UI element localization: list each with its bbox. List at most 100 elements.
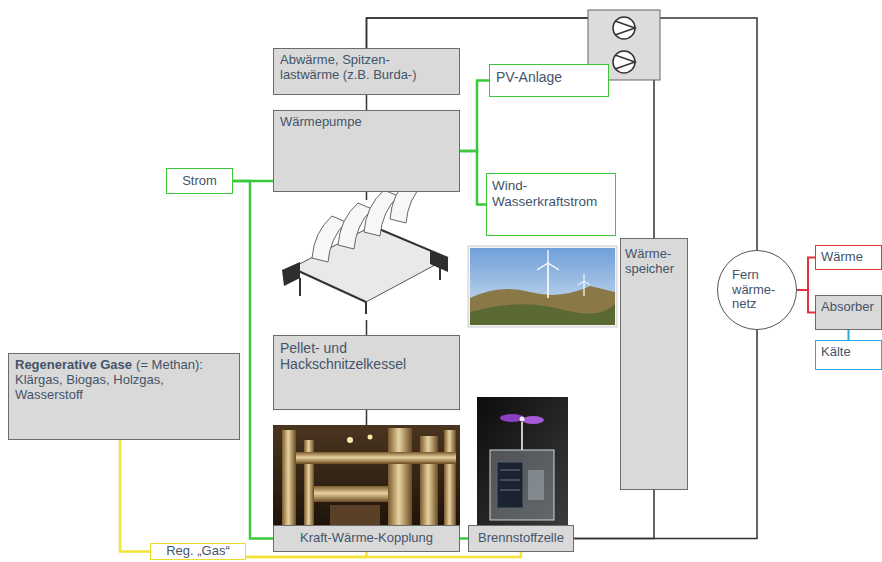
- pump-station-part: [615, 55, 635, 69]
- wind-turbine-photo-part: [578, 281, 584, 285]
- node-label: PV-Anlage: [496, 69, 562, 85]
- pipe-connector: [366, 95, 368, 110]
- absorber-box: Absorber: [815, 295, 882, 330]
- wind-turbine-photo-part: [537, 263, 548, 270]
- node-label: Wärme- speicher: [625, 247, 683, 277]
- pipe-connector: [797, 258, 815, 291]
- solar-collector-illustration-part: [282, 262, 300, 286]
- fuel-cell-photo-part: [500, 414, 524, 422]
- node-label: Abwärme, Spitzen- lastwärme (z.B. Burda-…: [280, 53, 430, 83]
- heat-storage-box: Wärme- speicher: [620, 238, 688, 490]
- wind-hydro-box: Wind- Wasserkraftstrom: [486, 173, 616, 236]
- chp-plant-photo-part: [314, 486, 388, 502]
- wind-turbine-photo-part: [470, 304, 615, 325]
- node-label: Kraft-Wärme-Kopplung: [300, 531, 433, 546]
- wind-turbine-photo-part: [584, 274, 585, 281]
- pipe-connector: [460, 81, 489, 152]
- chp-plant-photo-part: [273, 425, 460, 525]
- pipe-connector: [120, 440, 150, 552]
- text-block: Reg. „Gas“: [166, 544, 230, 559]
- text-block: PV-Anlage: [496, 69, 562, 85]
- fuel-cell-photo: [477, 397, 568, 525]
- wind-turbine-photo: [468, 246, 617, 327]
- chp-plant-photo-part: [347, 437, 353, 443]
- district-heating-circle: Fern wärme- netz: [717, 250, 797, 330]
- chp-plant-photo-part: [330, 505, 380, 525]
- fuel-cell-photo-part: [521, 422, 523, 450]
- node-label: Strom: [182, 174, 217, 189]
- heat-source-box: Abwärme, Spitzen- lastwärme (z.B. Burda-…: [273, 48, 460, 95]
- chp-plant-photo-part: [282, 430, 296, 525]
- node-label: Kälte: [821, 345, 851, 360]
- fuel-cell-photo-part: [522, 416, 544, 424]
- chp-plant-photo-part: [368, 435, 373, 440]
- gas-box: Reg. „Gas“: [150, 543, 246, 560]
- fuel-cell-photo-part: [497, 462, 523, 508]
- text-block: Pellet- und Hackschnitzelkessel: [280, 340, 415, 372]
- boiler-box: Pellet- und Hackschnitzelkessel: [273, 335, 460, 410]
- text-block: Kälte: [821, 345, 851, 360]
- chp-box: Kraft-Wärme-Kopplung: [273, 525, 460, 552]
- cold-box: Kälte: [815, 340, 882, 370]
- wind-turbine-photo-part: [583, 281, 584, 296]
- pipe-connector: [246, 552, 521, 557]
- pv-box: PV-Anlage: [489, 64, 609, 97]
- text-block: Absorber: [821, 300, 874, 315]
- text-block: Wärmepumpe: [280, 115, 362, 130]
- node-label: Absorber: [821, 300, 874, 315]
- wind-turbine-photo-part: [548, 263, 559, 270]
- pipe-connector: [460, 537, 468, 540]
- text-block: Kraft-Wärme-Kopplung: [300, 531, 433, 546]
- heat-box: Wärme: [815, 245, 882, 270]
- pipe-connector: [574, 490, 654, 539]
- wind-turbine-photo-part: [547, 263, 549, 298]
- text-block: Brennstoffzelle: [478, 531, 564, 546]
- pump-station-part: [613, 17, 635, 39]
- gas-source-box: Regenerative Gase(= Methan): Klärgas, Bi…: [8, 353, 240, 440]
- chp-plant-photo-part: [444, 430, 456, 525]
- wind-turbine-photo-part: [470, 248, 615, 325]
- text-block: Wind- Wasserkraftstrom: [492, 178, 610, 209]
- power-box: Strom: [166, 168, 233, 194]
- node-label: Fern wärme- netz: [732, 268, 782, 313]
- chp-plant-photo-part: [420, 436, 438, 525]
- solar-collector-illustration-part: [292, 226, 448, 302]
- pipe-connector: [797, 290, 815, 313]
- solar-collector-illustration-part: [292, 268, 366, 302]
- fuel-cell-photo-part: [490, 450, 554, 520]
- heat-pump-box: Wärmepumpe: [273, 110, 460, 192]
- solar-collector-illustration-part: [365, 302, 367, 314]
- text-block: Abwärme, Spitzen- lastwärme (z.B. Burda-…: [280, 53, 430, 83]
- chp-plant-photo: [273, 425, 460, 525]
- pump-station-part: [615, 21, 635, 35]
- text-block: Wärme: [821, 250, 863, 265]
- fuel-cell-photo-part: [477, 397, 568, 525]
- text-block: Regenerative Gase(= Methan): Klärgas, Bi…: [15, 358, 230, 403]
- pipe-connector: [848, 330, 850, 340]
- wind-turbine-photo-part: [468, 246, 617, 327]
- fuel-cell-box: Brennstoffzelle: [468, 525, 574, 552]
- solar-collector-illustration: [273, 177, 460, 320]
- wind-turbine-photo-part: [470, 286, 615, 325]
- solar-collector-illustration-part: [299, 278, 301, 296]
- fuel-cell-photo-part: [520, 417, 525, 422]
- node-label: Wärme: [821, 250, 863, 265]
- node-heading: Regenerative Gase: [15, 357, 132, 372]
- solar-collector-illustration-part: [439, 262, 441, 280]
- node-label: Wind- Wasserkraftstrom: [492, 178, 610, 209]
- fuel-cell-photo-part: [500, 490, 520, 491]
- node-label: Pellet- und Hackschnitzelkessel: [280, 340, 415, 372]
- fuel-cell-photo-part: [500, 470, 520, 471]
- node-label: Brennstoffzelle: [478, 531, 564, 546]
- node-label: Wärmepumpe: [280, 115, 362, 130]
- pipe-connector: [460, 151, 486, 205]
- chp-plant-photo-part: [296, 452, 456, 464]
- text-block: Strom: [182, 174, 217, 189]
- wind-turbine-photo-part: [584, 281, 590, 285]
- wind-turbine-photo-part: [547, 250, 548, 263]
- node-label: Reg. „Gas“: [166, 544, 230, 559]
- fuel-cell-photo-part: [500, 480, 520, 481]
- chp-plant-photo-part: [388, 428, 412, 525]
- text-block: Wärme- speicher: [625, 247, 683, 277]
